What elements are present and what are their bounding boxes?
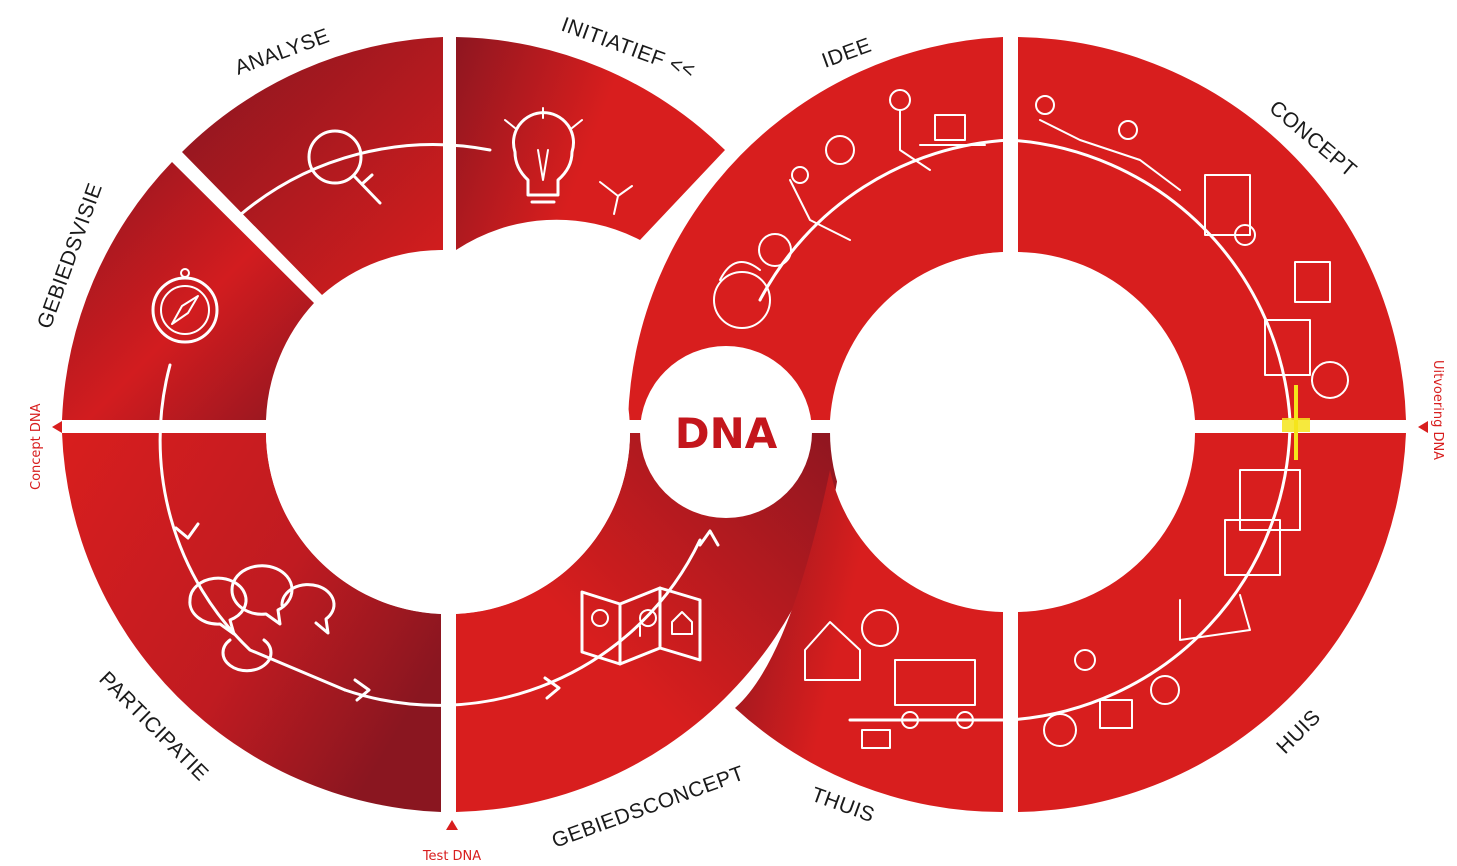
sector-participatie	[62, 433, 441, 812]
marker-test-dna: Test DNA	[422, 849, 481, 864]
idee-sketch	[713, 89, 986, 329]
marker-concept-dna: Concept DNA	[29, 403, 44, 490]
marker-uitvoering-arrow	[1418, 421, 1428, 433]
label-huis: HUIS	[1272, 705, 1325, 758]
compass-icon	[151, 268, 219, 344]
huis-sketch	[1043, 469, 1301, 747]
marker-concept-arrow	[52, 421, 62, 433]
label-thuis: THUIS	[808, 783, 877, 827]
label-idee: IDEE	[819, 34, 875, 73]
sector-analyse	[182, 37, 443, 295]
left-hole	[266, 250, 630, 614]
sector-gebiedsconcept	[456, 433, 842, 812]
marker-uitvoering-dna: Uitvoering DNA	[1430, 360, 1445, 460]
right-hole	[830, 252, 1190, 612]
sector-gebiedsvisie	[62, 162, 314, 420]
concept-sketch	[1035, 95, 1349, 399]
dna-logo: DNA	[675, 409, 778, 458]
lightbulb-icon	[504, 107, 633, 215]
thuis-sketch	[804, 609, 976, 749]
speech-bubbles-icon	[188, 564, 336, 673]
marker-test-arrow	[446, 820, 458, 830]
left-ring	[62, 37, 842, 812]
logo-circle	[640, 346, 812, 518]
map-icon	[580, 586, 702, 666]
magnifier-icon	[307, 129, 382, 205]
sector-idee	[628, 37, 1003, 420]
sector-initiatief	[456, 37, 725, 250]
